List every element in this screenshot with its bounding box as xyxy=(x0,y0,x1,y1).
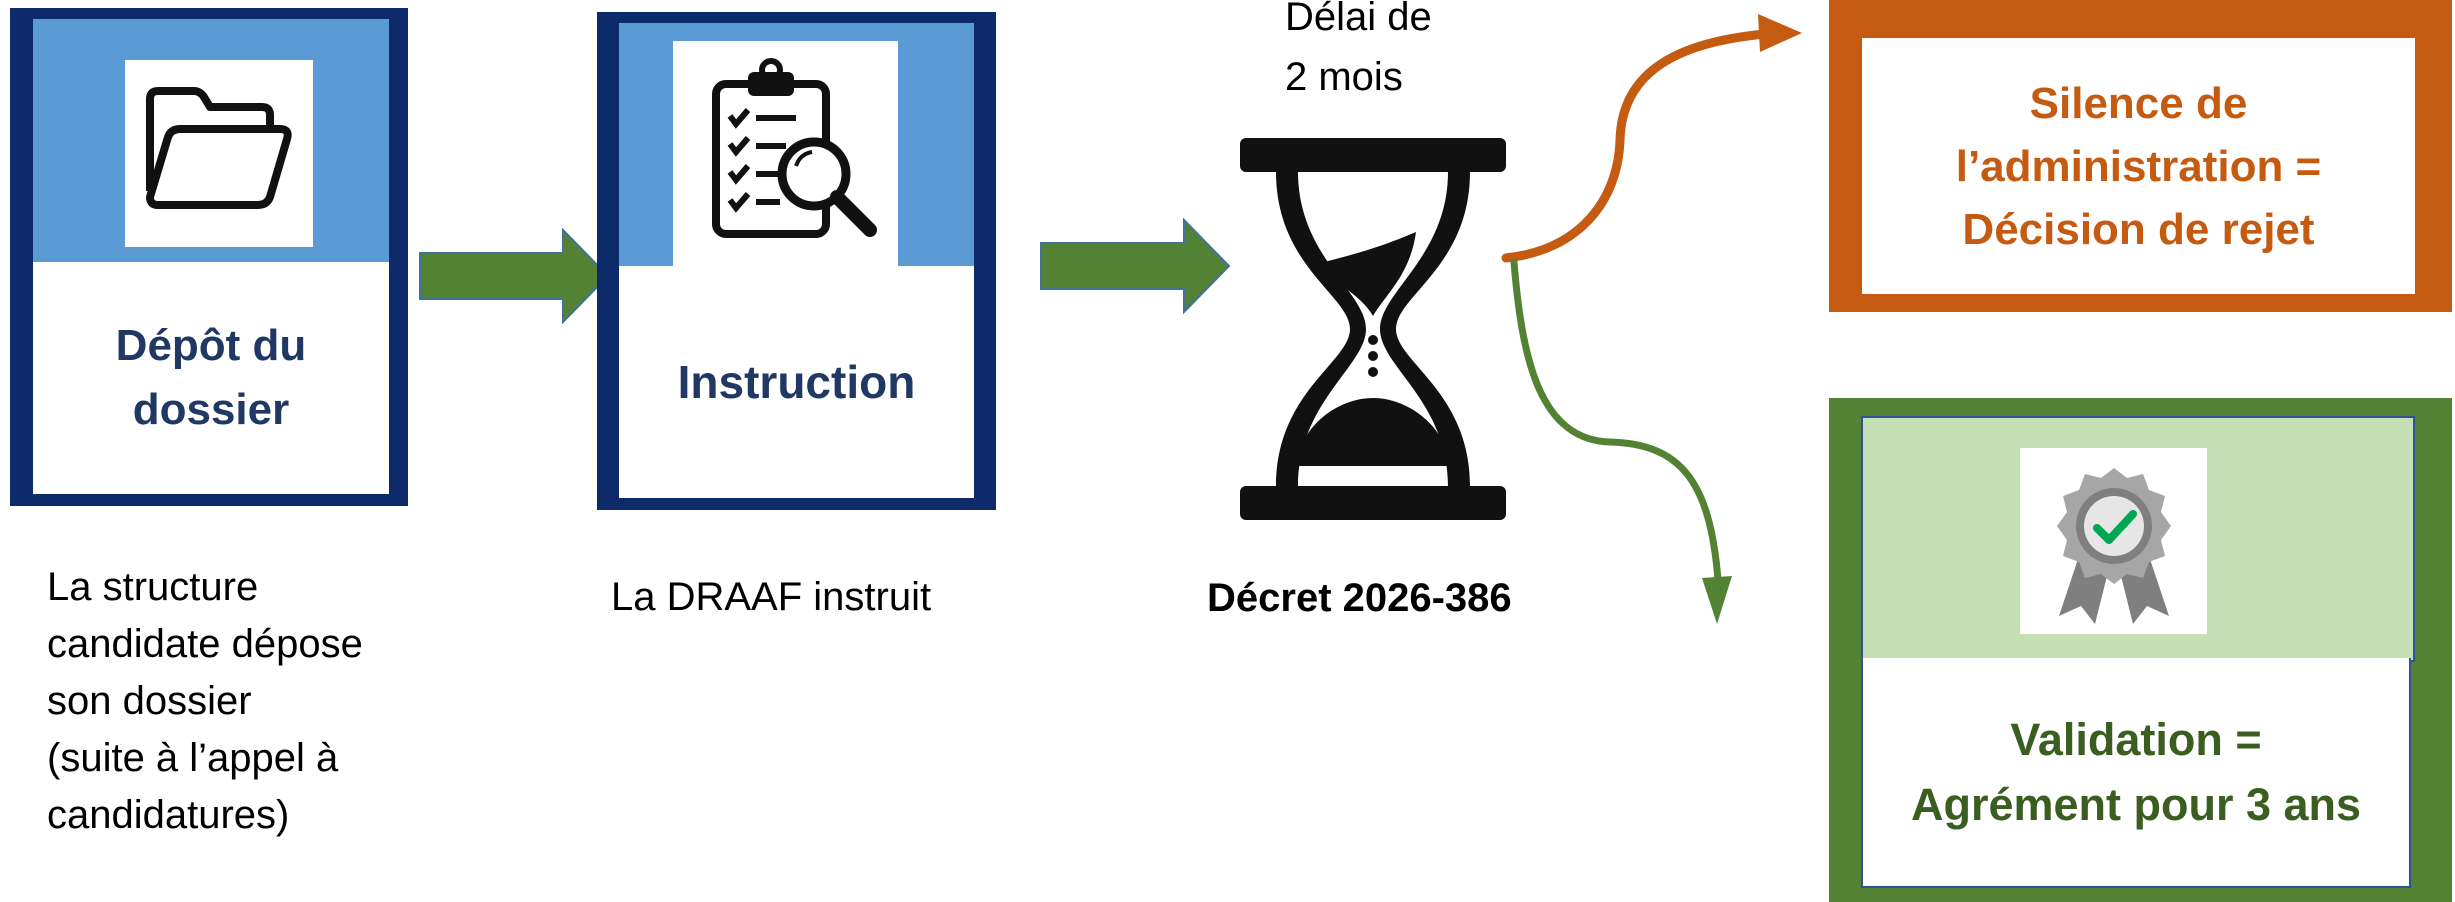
branch-rejet-curve xyxy=(1501,29,1770,263)
rejet-line3: Décision de rejet xyxy=(1962,204,2315,254)
arrowhead-icon xyxy=(1758,14,1802,52)
arrow-right-icon xyxy=(1040,218,1231,314)
branch-connectors xyxy=(1501,14,1802,624)
depot-caption: La structure candidate dépose son dossie… xyxy=(47,559,447,844)
delai-label-line1: Délai de xyxy=(1285,0,1432,39)
clipboard-magnifier-icon xyxy=(711,57,877,238)
arrow-right-icon xyxy=(419,228,610,324)
rejet-line2: l’administration = xyxy=(1955,141,2322,191)
hourglass-icon xyxy=(1240,138,1506,520)
depot-card-body: Dépôt du dossier xyxy=(33,262,389,494)
folder-icon xyxy=(146,86,292,209)
delai-label-line2: 2 mois xyxy=(1285,55,1403,99)
delai-caption: Décret 2026-386 xyxy=(1207,576,1512,620)
award-ribbon-check-icon xyxy=(2056,468,2171,624)
depot-caption-line: candidatures) xyxy=(47,793,290,837)
depot-title-line1: Dépôt du xyxy=(115,321,307,370)
validation-card-body: Validation = Agrément pour 3 ans xyxy=(1861,658,2411,888)
instruction-icon-box xyxy=(673,41,898,266)
branch-validation-curve xyxy=(1510,258,1722,584)
depot-caption-line: candidate dépose xyxy=(47,622,363,666)
instruction-card-body: Instruction xyxy=(619,266,974,498)
depot-caption-line: son dossier xyxy=(47,679,252,723)
validation-line2: Agrément pour 3 ans xyxy=(1910,779,2362,830)
depot-title-line2: dossier xyxy=(132,385,290,434)
depot-icon-box xyxy=(125,60,313,247)
delai-label: Délai de 2 mois xyxy=(1285,0,1432,107)
instruction-caption: La DRAAF instruit xyxy=(611,575,932,619)
instruction-title: Instruction xyxy=(677,356,916,408)
depot-caption-line: La structure xyxy=(47,565,259,609)
validation-line1: Validation = xyxy=(2010,714,2262,765)
validation-icon-box xyxy=(2020,448,2207,634)
depot-caption-line: (suite à l’appel à xyxy=(47,736,339,780)
arrowhead-icon xyxy=(1702,576,1732,624)
rejet-line1: Silence de xyxy=(2029,78,2248,128)
rejet-card-body: Silence de l’administration = Décision d… xyxy=(1862,38,2415,294)
